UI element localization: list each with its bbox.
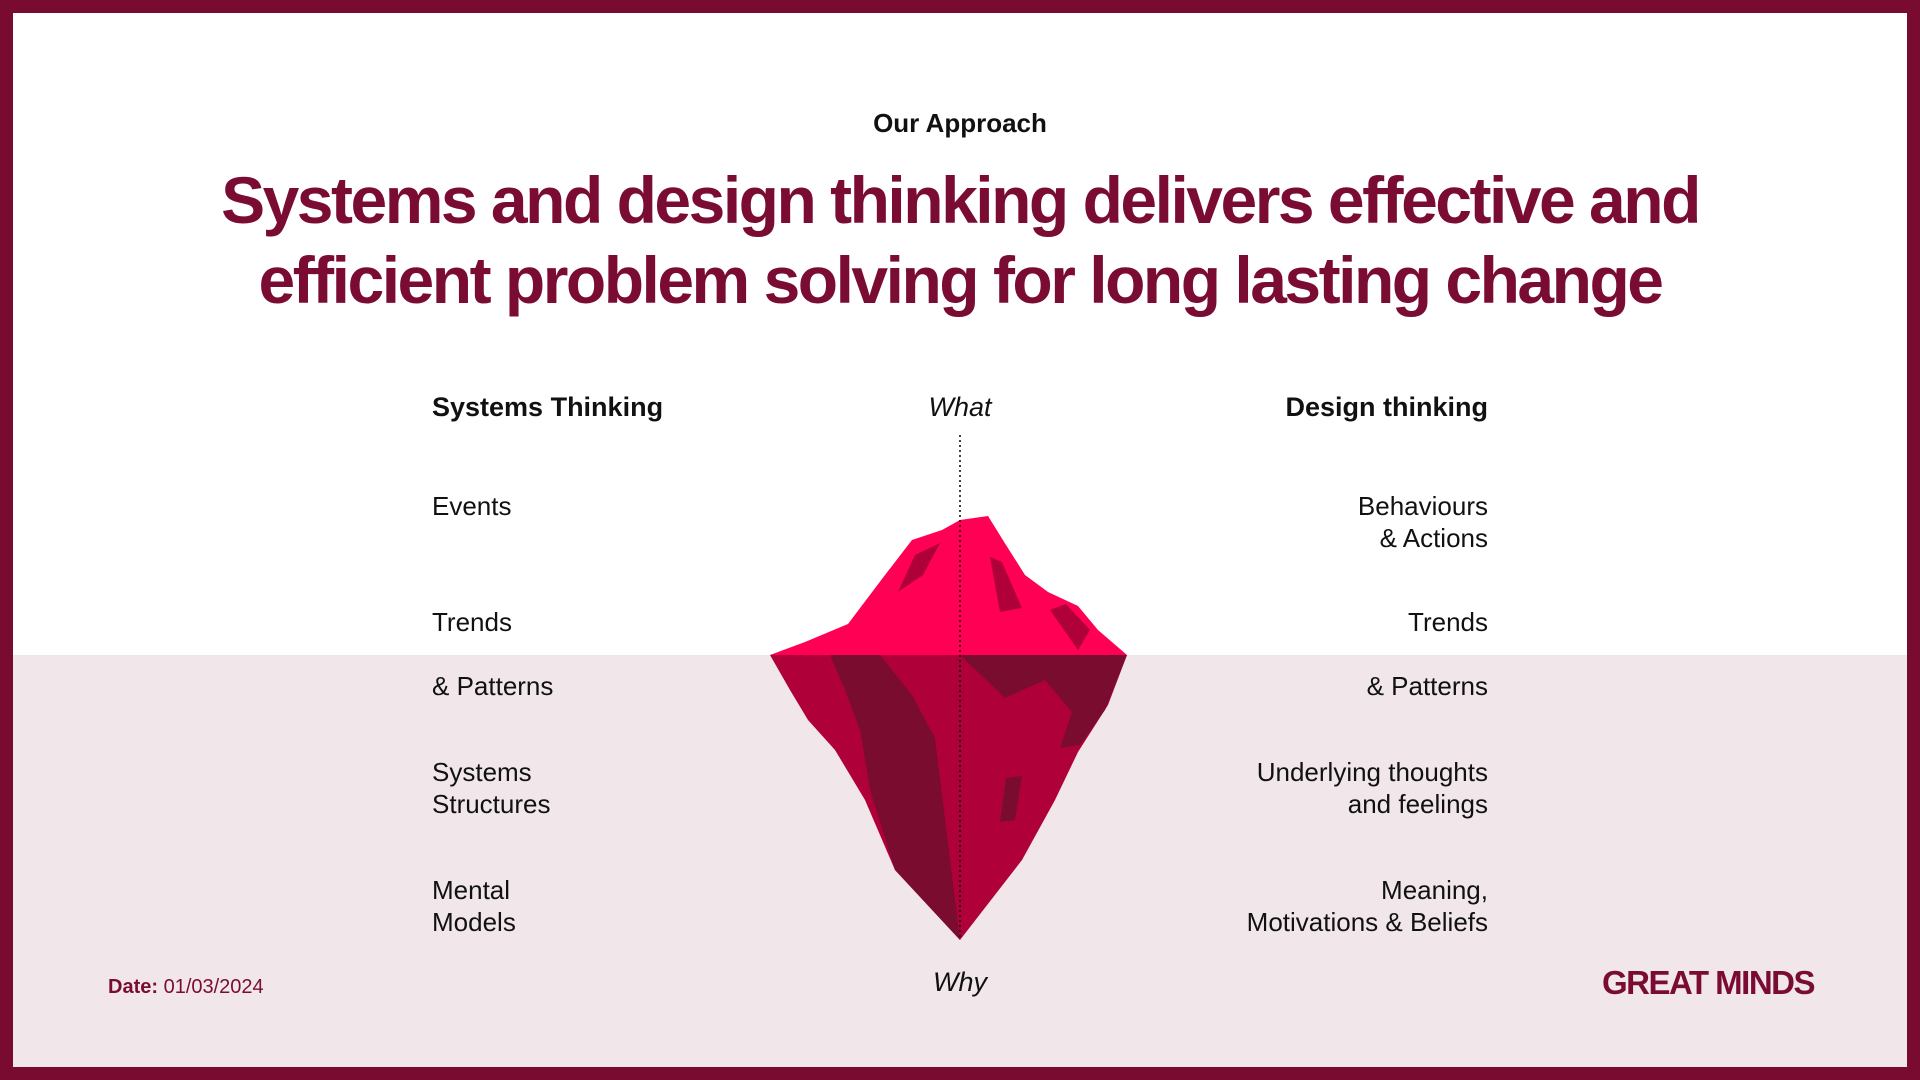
left-item-patterns-line-1: & Patterns (432, 671, 554, 701)
left-item-events-line-1: Events (432, 491, 512, 521)
what-label: What (928, 392, 992, 422)
right-item-patterns: & Patterns (1128, 670, 1488, 702)
page-title: Systems and design thinking delivers eff… (100, 160, 1820, 320)
right-item-underlying: Underlying thoughts and feelings (1128, 756, 1488, 820)
title-line-1: Systems and design thinking delivers eff… (221, 163, 1701, 237)
iceberg-tip (770, 516, 1127, 655)
iceberg-facet-2 (990, 557, 1022, 612)
date-value: 01/03/2024 (163, 976, 264, 998)
left-item-events: Events (432, 490, 792, 522)
right-item-underlying-line-2: and feelings (1347, 789, 1488, 819)
iceberg-dark-facet-right (960, 655, 1127, 748)
left-item-mental-line-1: Mental (432, 875, 511, 905)
right-item-underlying-line-1: Underlying thoughts (1256, 757, 1488, 787)
date-label: Date: (108, 976, 159, 998)
why-label: Why (933, 967, 987, 997)
brand-logo: GREAT MINDS (1601, 964, 1816, 1001)
right-item-meaning: Meaning, Motivations & Beliefs (1128, 874, 1488, 938)
design-thinking-title: Design thinking (1285, 392, 1489, 422)
systems-thinking-title: Systems Thinking (432, 392, 664, 422)
right-item-behaviours-line-2: & Actions (1379, 523, 1488, 553)
right-item-meaning-line-2: Motivations & Beliefs (1246, 907, 1488, 937)
date-stamp: Date: 01/03/2024 (108, 976, 264, 999)
left-item-patterns: & Patterns (432, 670, 792, 702)
right-item-patterns-line-1: & Patterns (1366, 671, 1488, 701)
iceberg-illustration (770, 435, 1127, 940)
right-item-meaning-line-1: Meaning, (1381, 875, 1488, 905)
right-item-trends: Trends (1128, 606, 1488, 638)
left-item-trends: Trends (432, 606, 792, 638)
right-item-trends-line-1: Trends (1408, 607, 1488, 637)
right-item-behaviours: Behaviours & Actions (1128, 490, 1488, 554)
left-item-systems-line-1: Systems (432, 757, 532, 787)
title-line-2: efficient problem solving for long lasti… (258, 243, 1664, 317)
eyebrow-label: Our Approach (873, 108, 1047, 138)
left-item-systems-line-2: Structures (432, 789, 551, 819)
left-item-systems-structures: Systems Structures (432, 756, 792, 820)
iceberg-facet-1 (898, 543, 940, 592)
left-item-mental-line-2: Models (432, 907, 516, 937)
iceberg-facet-3 (1050, 604, 1090, 650)
right-item-behaviours-line-1: Behaviours (1357, 491, 1488, 521)
left-item-mental-models: Mental Models (432, 874, 792, 938)
left-item-trends-line-1: Trends (432, 607, 512, 637)
iceberg-dark-facet-left (830, 655, 960, 940)
iceberg-dark-facet-small (1000, 776, 1022, 822)
